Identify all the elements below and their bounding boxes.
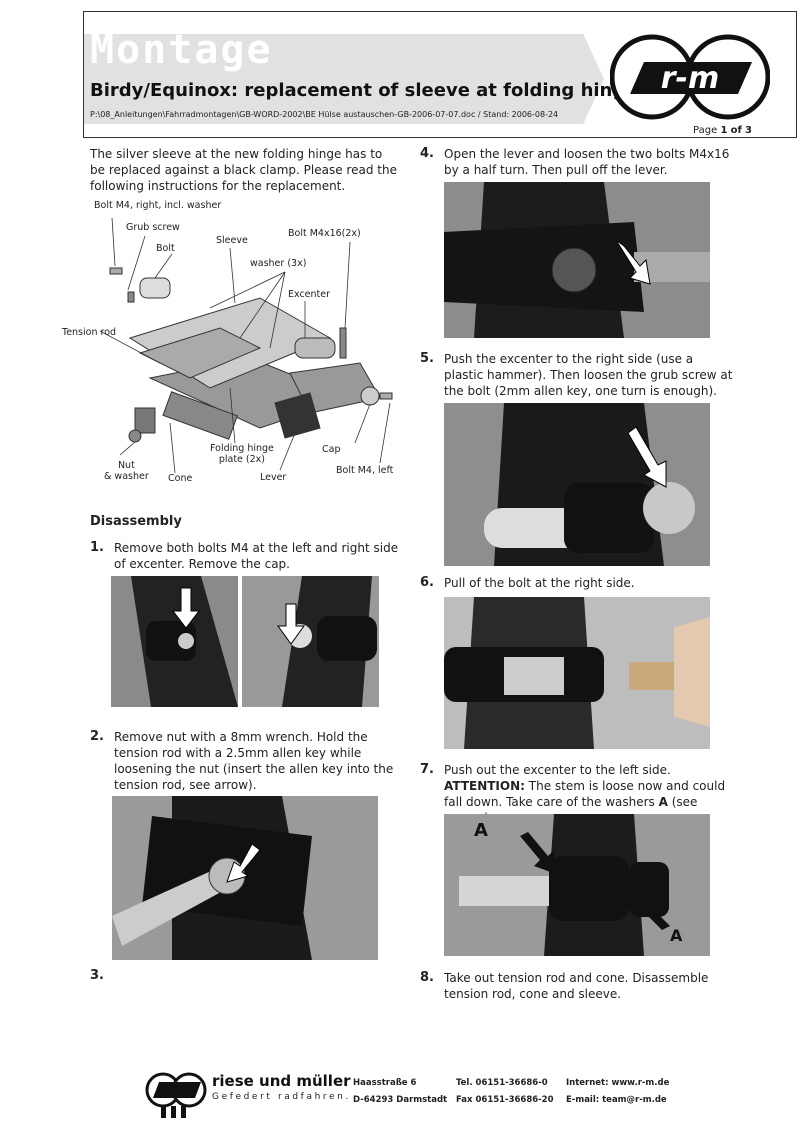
page-prefix: Page (693, 125, 718, 136)
logo-text: r-m (661, 61, 720, 96)
footer-brand: riese und müller (212, 1072, 351, 1090)
step-8-number: 8. (420, 970, 434, 985)
step-7-line1: Push out the excenter to the left side. (444, 763, 671, 777)
label-nut: Nut & washer (104, 460, 149, 482)
step-7-number: 7. (420, 762, 434, 777)
photo-label-a-top: A (474, 820, 488, 841)
label-lever: Lever (260, 472, 287, 483)
label-cone: Cone (168, 473, 193, 484)
label-bolt-m4x16: Bolt M4x16(2x) (288, 228, 361, 239)
step-7-text: Push out the excenter to the left side. … (444, 762, 735, 826)
footer-internet[interactable]: Internet: www.r-m.de (566, 1078, 670, 1088)
page-current: 1 (720, 125, 728, 136)
label-nut-line2: & washer (104, 471, 149, 482)
label-bolt: Bolt (156, 243, 175, 254)
step-5: 5. Push the excenter to the right side (… (420, 351, 735, 399)
section-heading-disassembly: Disassembly (90, 514, 182, 529)
header-frame (83, 11, 797, 138)
photo-step-2 (112, 796, 378, 960)
step-3-number: 3. (90, 968, 104, 983)
footer-street: Haasstraße 6 (353, 1078, 417, 1088)
footer-address: Haasstraße 6 D-64293 Darmstadt (353, 1075, 447, 1109)
step-5-number: 5. (420, 351, 434, 366)
photo-step-4 (444, 182, 710, 338)
rm-logo: r-m (610, 34, 770, 120)
step-7-attention: ATTENTION: The stem is loose now and cou… (444, 778, 735, 826)
step-1: 1. Remove both bolts M4 at the left and … (90, 540, 405, 572)
photo-step-6 (444, 597, 710, 749)
washer-letter: A (658, 795, 668, 809)
label-nut-line1: Nut (117, 460, 135, 471)
label-washer: washer (3x) (250, 258, 307, 269)
step-4-text: Open the lever and loosen the two bolts … (444, 147, 730, 177)
document-title: Birdy/Equinox: replacement of sleeve at … (90, 80, 638, 101)
attention-text: The stem is loose now and could fall dow… (444, 779, 726, 809)
step-1-number: 1. (90, 540, 104, 555)
footer-tel: Tel. 06151-36686-0 (456, 1078, 548, 1088)
header-band (84, 34, 604, 124)
step-2: 2. Remove nut with a 8mm wrench. Hold th… (90, 729, 405, 793)
footer-tagline: Gefedert radfahren. (212, 1092, 351, 1102)
label-folding-plate-line2: plate (2x) (218, 454, 266, 465)
page-total: 3 (745, 125, 752, 136)
label-grub-screw: Grub screw (126, 222, 180, 233)
page-number: Page 1 of 3 (693, 125, 752, 136)
photo-step-1-right (242, 576, 379, 707)
footer-contact: Internet: www.r-m.de E-mail: team@r-m.de (566, 1075, 669, 1109)
label-bolt-right: Bolt M4, right, incl. washer (94, 200, 222, 211)
step-4: 4. Open the lever and loosen the two bol… (420, 146, 735, 178)
step-4-number: 4. (420, 146, 434, 161)
step-6-text: Pull of the bolt at the right side. (444, 576, 635, 590)
footer-rm-logo (145, 1072, 207, 1118)
label-bolt-left: Bolt M4, left (336, 465, 394, 476)
step-2-number: 2. (90, 729, 104, 744)
step-1-text: Remove both bolts M4 at the left and rig… (114, 541, 399, 571)
step-2-text: Remove nut with a 8mm wrench. Hold the t… (114, 730, 394, 792)
step-5-text: Push the excenter to the right side (use… (444, 352, 733, 398)
label-excenter: Excenter (288, 289, 331, 300)
step-8-text: Take out tension rod and cone. Disassemb… (444, 971, 709, 1001)
intro-text: The silver sleeve at the new folding hin… (90, 147, 397, 193)
photo-step-5 (444, 403, 710, 566)
label-sleeve: Sleeve (216, 235, 248, 246)
step-6: 6. Pull of the bolt at the right side. (420, 575, 735, 591)
footer-city: D-64293 Darmstadt (353, 1095, 448, 1105)
label-folding-plate-line1: Folding hinge (210, 443, 274, 454)
diagram-drawing (99, 217, 393, 474)
footer-fax: Fax 06151-36686-20 (456, 1095, 554, 1105)
step-7: 7. Push out the excenter to the left sid… (420, 762, 735, 826)
photo-label-a-bottom: A (670, 926, 683, 945)
label-folding-plate: Folding hinge plate (2x) (210, 443, 274, 465)
footer-email[interactable]: E-mail: team@r-m.de (566, 1095, 667, 1105)
exploded-diagram: Bolt M4, right, incl. washer Grub screw … (60, 198, 405, 490)
photo-step-7: A A (444, 814, 710, 956)
attention-label: ATTENTION: (444, 779, 525, 793)
page-of: of (730, 125, 742, 136)
label-cap: Cap (322, 444, 341, 455)
photo-step-1-left (111, 576, 238, 707)
step-8: 8. Take out tension rod and cone. Disass… (420, 970, 735, 1002)
montage-heading: Montage (90, 27, 273, 73)
file-path: P:\08_Anleitungen\Fahrradmontagen\GB-WOR… (90, 110, 559, 119)
step-6-number: 6. (420, 575, 434, 590)
footer-phone: Tel. 06151-36686-0 Fax 06151-36686-20 (456, 1075, 554, 1109)
label-tension-rod: Tension rod (62, 327, 117, 338)
